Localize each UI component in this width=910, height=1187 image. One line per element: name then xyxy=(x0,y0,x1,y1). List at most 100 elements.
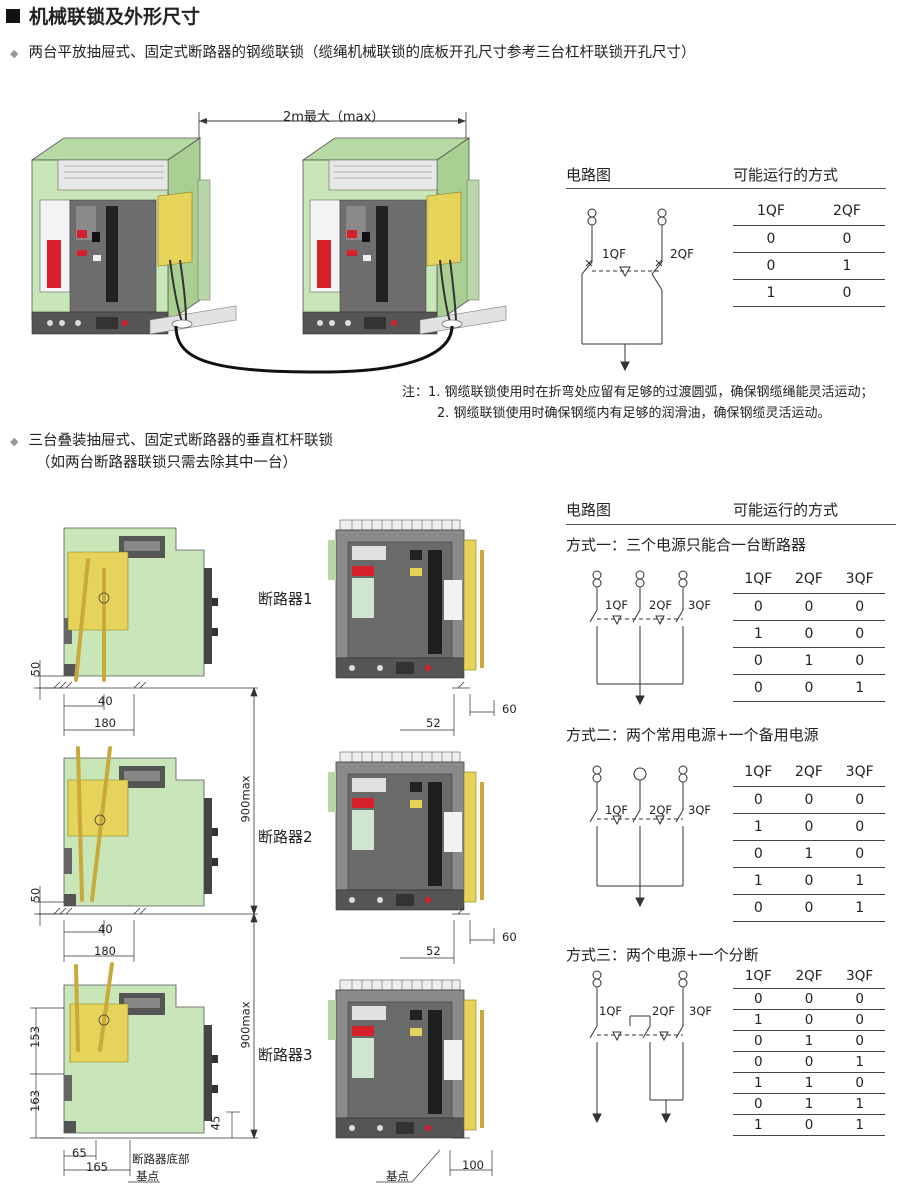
table-cell: 0 xyxy=(733,1093,784,1115)
section2-bullet: ◆ 三台叠装抽屉式、固定式断路器的垂直杠杆联锁 xyxy=(10,430,333,453)
datum-label-right: 基点 xyxy=(386,1169,409,1183)
table-cell: 0 xyxy=(733,252,809,280)
table-cell: 0 xyxy=(783,867,835,895)
table-cell: 1 xyxy=(834,1093,885,1115)
header-rule-1 xyxy=(566,188,886,189)
dim-60-b: 60 xyxy=(502,930,517,944)
square-bullet-icon xyxy=(6,8,20,23)
table-header-cell: 1QF xyxy=(733,197,809,226)
dim-65: 65 xyxy=(72,1146,87,1160)
page-title: 机械联锁及外形尺寸 xyxy=(6,2,200,29)
table-cell: 1 xyxy=(834,894,885,922)
table-cell: 1 xyxy=(733,813,784,841)
table-cell: 0 xyxy=(783,813,835,841)
circuit-diagram-mode1 xyxy=(589,570,688,706)
table-cell: 1 xyxy=(834,867,885,895)
table-cell: 0 xyxy=(733,894,784,922)
table-cell: 1 xyxy=(783,840,835,868)
dim-50-a: 50 xyxy=(28,661,43,677)
dim-900max-b: 900max xyxy=(238,1001,253,1049)
table-cell: 0 xyxy=(834,1030,885,1052)
dim-100: 100 xyxy=(462,1158,484,1172)
table-cell: 0 xyxy=(834,988,885,1010)
mode2-title: 方式二：两个常用电源+一个备用电源 xyxy=(566,726,819,744)
mode3-title: 方式三：两个电源+一个分断 xyxy=(566,946,759,964)
table-cell: 3QF xyxy=(834,565,885,594)
table-cell: 2QF xyxy=(783,965,835,989)
table-cell: 0 xyxy=(733,225,809,253)
datum-label-left: 基点 xyxy=(136,1169,159,1183)
table-cell: 0 xyxy=(834,620,885,648)
section1-bullet: ◆两台平放抽屉式、固定式断路器的钢缆联锁（缆绳机械联锁的底板开孔尺寸参考三台杠杆… xyxy=(10,42,695,65)
table-cell: 1 xyxy=(733,1072,784,1094)
breaker-right-illustration xyxy=(301,137,507,335)
table-cell: 0 xyxy=(733,1030,784,1052)
modes-title-1: 可能运行的方式 xyxy=(733,166,839,184)
table-cell: 0 xyxy=(733,786,784,814)
table-cell: 1 xyxy=(834,1051,885,1073)
table-cell: 0 xyxy=(733,674,784,702)
dim-165: 165 xyxy=(86,1160,108,1174)
dim-900max-a: 900max xyxy=(238,775,253,823)
dim-45: 45 xyxy=(208,1115,223,1131)
dim-52-b: 52 xyxy=(426,944,441,958)
table-cell: 0 xyxy=(733,1051,784,1073)
table-cell: 1QF xyxy=(733,758,784,787)
table-header-cell: 2QF xyxy=(809,197,885,226)
table-cell: 0 xyxy=(783,620,835,648)
table-cell: 0 xyxy=(834,1009,885,1031)
table-cell: 0 xyxy=(783,1114,835,1136)
table-cell: 1 xyxy=(733,1114,784,1136)
circuit-diagram-1 xyxy=(581,208,667,372)
breaker-label-2: 断路器2 xyxy=(258,828,313,846)
table-cell: 1 xyxy=(733,867,784,895)
table-cell: 3QF xyxy=(834,965,885,989)
table-cell: 0 xyxy=(834,786,885,814)
mode3-label-1qf: 1QF xyxy=(599,1004,622,1018)
table-cell: 0 xyxy=(783,1051,835,1073)
diamond-bullet-icon: ◆ xyxy=(10,47,19,60)
dim-52-a: 52 xyxy=(426,716,441,730)
diamond-bullet-icon: ◆ xyxy=(10,435,19,448)
dim-60-a: 60 xyxy=(502,702,517,716)
mode1-label-3qf: 3QF xyxy=(688,598,711,612)
circuit-title-2: 电路图 xyxy=(566,501,612,519)
table-cell: 0 xyxy=(733,840,784,868)
note-2: 2. 钢缆联锁使用时确保钢缆内有足够的润滑油，确保钢缆灵活运动。 xyxy=(437,406,831,421)
mode2-label-2qf: 2QF xyxy=(649,803,672,817)
table-cell: 1 xyxy=(834,674,885,702)
table-cell: 0 xyxy=(809,279,885,307)
table-cell: 1 xyxy=(733,1009,784,1031)
table-cell: 1 xyxy=(783,1030,835,1052)
note-1: 注：1. 钢缆联锁使用时在折弯处应留有足够的过渡圆弧，确保钢缆绳能灵活运动； xyxy=(402,385,874,400)
table-cell: 1 xyxy=(733,620,784,648)
switch-label-1qf: 1QF xyxy=(602,247,626,261)
section2-bullet-text: 三台叠装抽屉式、固定式断路器的垂直杠杆联锁 xyxy=(28,433,333,449)
dim-180-b: 180 xyxy=(94,944,116,958)
table-cell: 0 xyxy=(834,1072,885,1094)
breaker-label-3: 断路器3 xyxy=(258,1046,313,1064)
mode1-label-1qf: 1QF xyxy=(605,598,628,612)
switch-label-2qf: 2QF xyxy=(670,247,694,261)
table-cell: 0 xyxy=(783,674,835,702)
dim-40-b: 40 xyxy=(98,922,113,936)
table-cell: 1 xyxy=(783,1093,835,1115)
table-cell: 3QF xyxy=(834,758,885,787)
table-cell: 1 xyxy=(783,647,835,675)
dim-40-a: 40 xyxy=(98,694,113,708)
dim-50-b: 50 xyxy=(28,887,43,903)
breaker-label-1: 断路器1 xyxy=(258,590,313,608)
circuit-title-1: 电路图 xyxy=(566,166,612,184)
table-cell: 1QF xyxy=(733,965,784,989)
circuit-diagram-mode2 xyxy=(589,765,688,908)
modes-title-2: 可能运行的方式 xyxy=(733,501,839,519)
mode1-title: 方式一：三个电源只能合一台断路器 xyxy=(566,536,807,554)
dim-163: 163 xyxy=(27,1090,42,1112)
circuit-diagram-mode3 xyxy=(589,970,688,1124)
breaker-bottom-label: 断路器底部 xyxy=(132,1152,190,1166)
mode3-label-3qf: 3QF xyxy=(689,1004,712,1018)
